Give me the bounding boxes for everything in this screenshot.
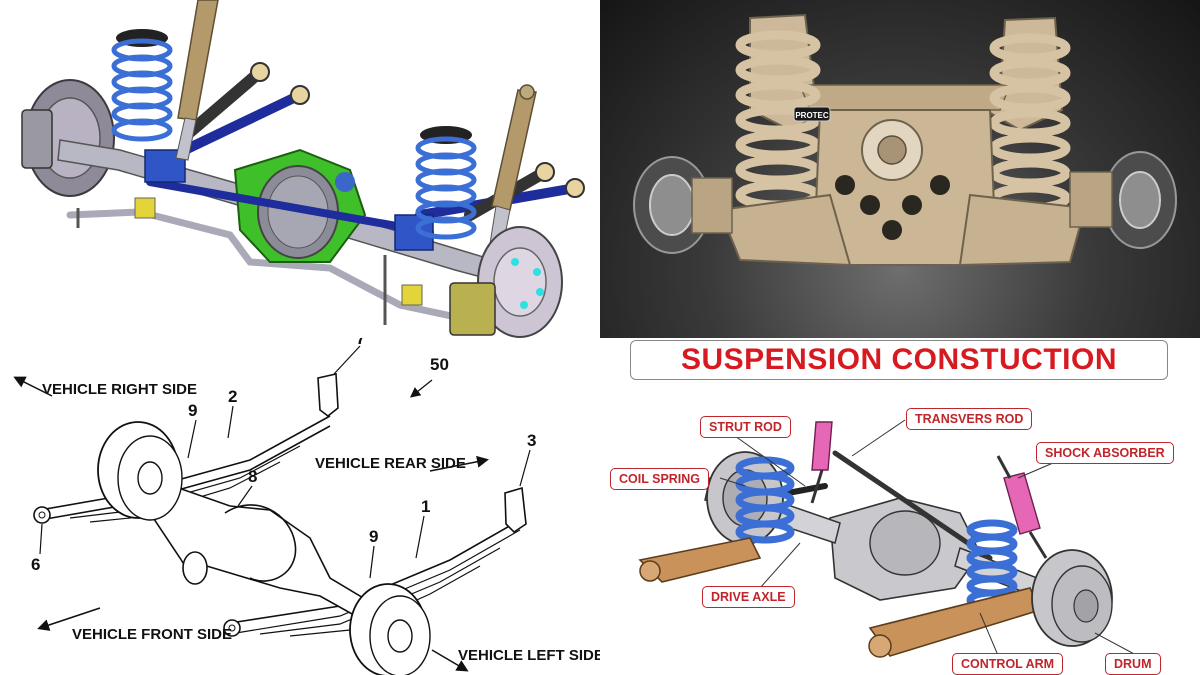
ref-2: 2 (228, 387, 237, 406)
track-bar (146, 178, 434, 236)
patent-leaf-spring-drawing: VEHICLE RIGHT SIDE VEHICLE REAR SIDE VEH… (13, 338, 600, 675)
callout-drum: DRUM (1105, 653, 1161, 675)
protec-suspension-illustration: PROTEC (633, 13, 1177, 267)
upper-control-arm-left (180, 90, 305, 155)
right-lower-arm (958, 193, 1087, 267)
ref-9-upper: 9 (188, 401, 197, 420)
callout-coil-spring: COIL SPRING (610, 468, 710, 490)
title-banner: SUSPENSION CONSTUCTION (630, 340, 1168, 380)
ref-50: 50 (430, 355, 449, 374)
callout-drive-axle: DRIVE AXLE (702, 586, 795, 608)
ref-9-lower: 9 (369, 527, 378, 546)
right-shock-shape (1003, 472, 1041, 535)
ref-7: 7 (356, 338, 365, 348)
right-drum (1031, 549, 1113, 647)
right-hub-rotor (1069, 151, 1177, 249)
svg-text:PROTEC: PROTEC (795, 111, 829, 120)
callout-shock-absorber: SHOCK ABSORBER (1036, 442, 1174, 464)
left-shock-absorber (177, 0, 219, 121)
label-vehicle-front-side: VEHICLE FRONT SIDE (72, 626, 232, 643)
label-vehicle-rear-side: VEHICLE REAR SIDE (315, 455, 466, 472)
ref-8: 8 (248, 467, 257, 486)
cad-axle-render-panel (0, 0, 600, 338)
patent-leaf-spring-panel: VEHICLE RIGHT SIDE VEHICLE REAR SIDE VEH… (0, 338, 600, 675)
left-hub-rotor (633, 156, 733, 254)
protec-suspension-photo-panel: PROTEC (600, 0, 1200, 338)
right-caliper (449, 282, 496, 336)
suspension-construction-panel: SUSPENSION CONSTUCTION (600, 338, 1200, 675)
left-coil-spring (111, 29, 173, 142)
right-coil-spring (415, 126, 477, 240)
shackle-3 (504, 486, 527, 534)
ref-3: 3 (527, 431, 536, 450)
callout-strut-rod: STRUT ROD (700, 416, 791, 438)
leaf-spring-2 (39, 415, 331, 511)
lower-link-left (184, 66, 266, 138)
leaf-spring-1 (229, 519, 521, 624)
cad-axle-illustration (21, 0, 585, 338)
protec-badge (793, 106, 831, 122)
right-wheel (97, 421, 183, 521)
shackle-7 (317, 373, 339, 418)
label-vehicle-left-side: VEHICLE LEFT SIDE (458, 647, 600, 664)
left-lower-arm (718, 193, 852, 267)
diagram-title: SUSPENSION CONSTUCTION (680, 343, 1118, 376)
ref-6: 6 (31, 555, 40, 574)
left-shock-shape (811, 421, 833, 471)
transvers-rod-shape (832, 450, 993, 561)
left-wheel (349, 583, 431, 675)
left-caliper (21, 109, 53, 169)
callout-transvers-rod: TRANSVERS ROD (906, 408, 1033, 430)
label-vehicle-right-side: VEHICLE RIGHT SIDE (42, 381, 197, 398)
suspension-construction-illustration (638, 419, 1139, 661)
spring-eye-6 (33, 506, 51, 524)
callout-control-arm: CONTROL ARM (952, 653, 1064, 675)
ref-1: 1 (421, 497, 430, 516)
